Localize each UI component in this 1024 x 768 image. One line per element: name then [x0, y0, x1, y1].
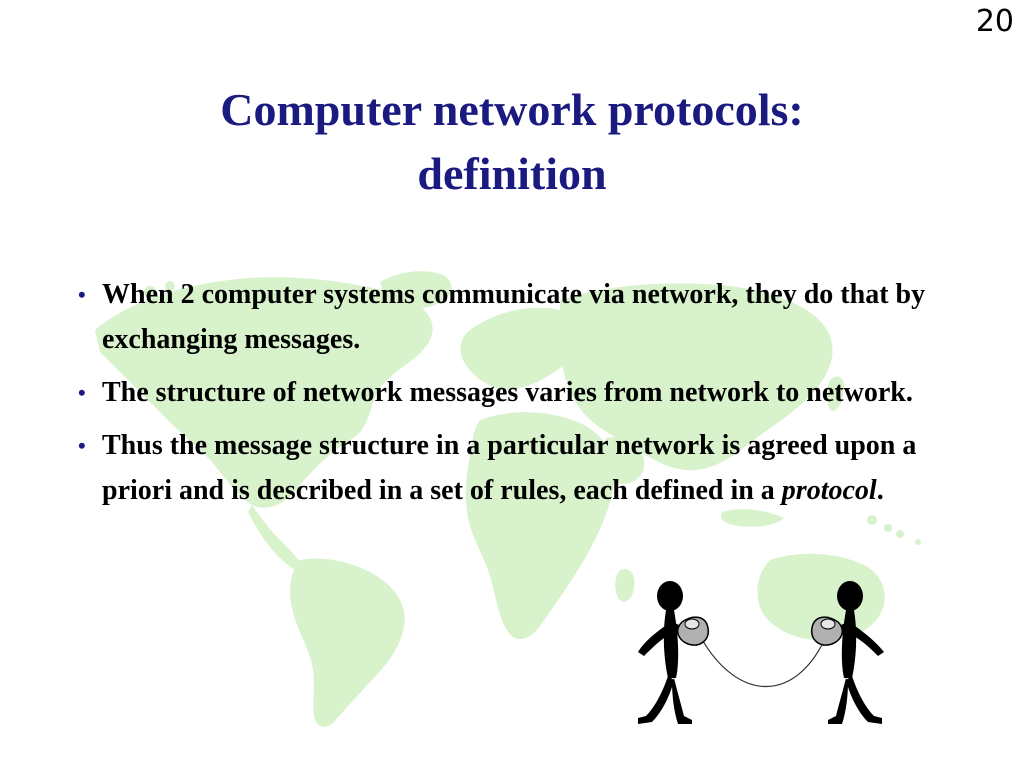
bullet-text: The structure of network messages varies… [102, 377, 913, 408]
slide-title: Computer network protocols: definition [112, 78, 912, 206]
bullet-text: When 2 computer systems communicate via … [102, 279, 926, 355]
tin-can-telephone-icon [638, 581, 884, 724]
bullet-item: • When 2 computer systems communicate vi… [76, 272, 926, 362]
bullet-icon: • [78, 380, 86, 405]
bullet-icon: • [78, 433, 86, 458]
bullet-item: • The structure of network messages vari… [76, 370, 926, 415]
bullet-text-end: . [876, 475, 884, 506]
bullet-icon: • [78, 282, 86, 307]
bullet-emphasis: protocol [781, 475, 877, 506]
bullet-text: Thus the message structure in a particul… [102, 430, 917, 506]
left-figure-icon [638, 581, 709, 724]
slide-number: 20 [975, 4, 1014, 39]
title-line-1: Computer network protocols: [220, 84, 804, 135]
bullet-item: • Thus the message structure in a partic… [76, 423, 926, 513]
title-line-2: definition [417, 148, 607, 199]
bullet-list: • When 2 computer systems communicate vi… [76, 272, 926, 521]
right-figure-icon [811, 581, 884, 724]
